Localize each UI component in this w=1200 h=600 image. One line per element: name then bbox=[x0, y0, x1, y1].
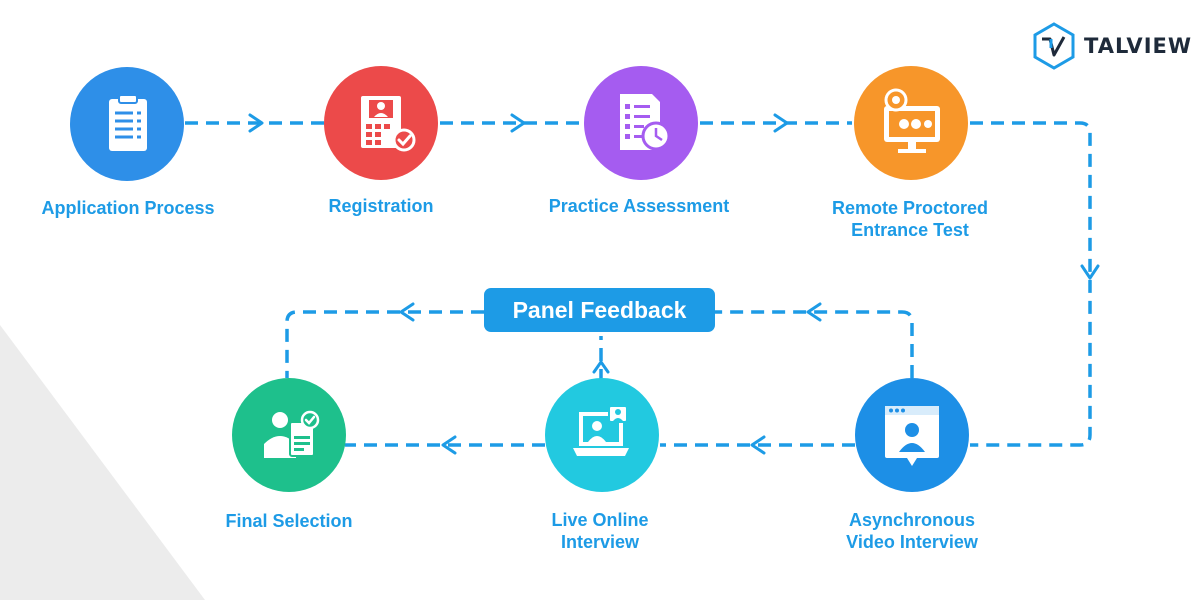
clipboard-list-icon bbox=[70, 67, 184, 181]
stage-label-live-line1: Live Online bbox=[510, 509, 690, 531]
stage-label-live: Live Online Interview bbox=[510, 509, 690, 553]
stage-label-remote-line1: Remote Proctored bbox=[810, 197, 1010, 219]
stage-label-registration: Registration bbox=[301, 195, 461, 217]
panel-feedback-box: Panel Feedback bbox=[484, 288, 715, 332]
stage-label-async-line1: Asynchronous bbox=[812, 509, 1012, 531]
brand-name: TALVIEW bbox=[1084, 34, 1192, 58]
stage-live-online-interview bbox=[545, 378, 659, 492]
video-window-icon bbox=[855, 378, 969, 492]
stage-label-async: Asynchronous Video Interview bbox=[812, 509, 1012, 553]
stage-remote-proctored-test bbox=[854, 66, 968, 180]
background-triangle bbox=[0, 325, 205, 600]
stage-practice-assessment bbox=[584, 66, 698, 180]
connector-async-panel bbox=[715, 312, 912, 378]
stage-label-remote-line2: Entrance Test bbox=[810, 219, 1010, 241]
arrow-right-icon bbox=[775, 115, 787, 131]
stage-async-video-interview bbox=[855, 378, 969, 492]
id-card-check-icon bbox=[324, 66, 438, 180]
laptop-video-call-icon bbox=[545, 378, 659, 492]
talview-logo: TALVIEW bbox=[1032, 22, 1192, 70]
stage-label-remote: Remote Proctored Entrance Test bbox=[810, 197, 1010, 241]
monitor-test-icon bbox=[854, 66, 968, 180]
stage-label-async-line2: Video Interview bbox=[812, 531, 1012, 553]
stage-application-process bbox=[70, 67, 184, 181]
stage-registration bbox=[324, 66, 438, 180]
connector-remote-async bbox=[970, 123, 1090, 445]
checklist-clock-icon bbox=[584, 66, 698, 180]
stage-label-application: Application Process bbox=[28, 197, 228, 219]
stage-label-practice: Practice Assessment bbox=[534, 195, 744, 217]
connector-panel-final bbox=[287, 312, 484, 378]
talview-hexagon-icon bbox=[1032, 22, 1076, 70]
stage-label-live-line2: Interview bbox=[510, 531, 690, 553]
stage-label-final: Final Selection bbox=[199, 510, 379, 532]
person-approved-icon bbox=[232, 378, 346, 492]
stage-final-selection bbox=[232, 378, 346, 492]
